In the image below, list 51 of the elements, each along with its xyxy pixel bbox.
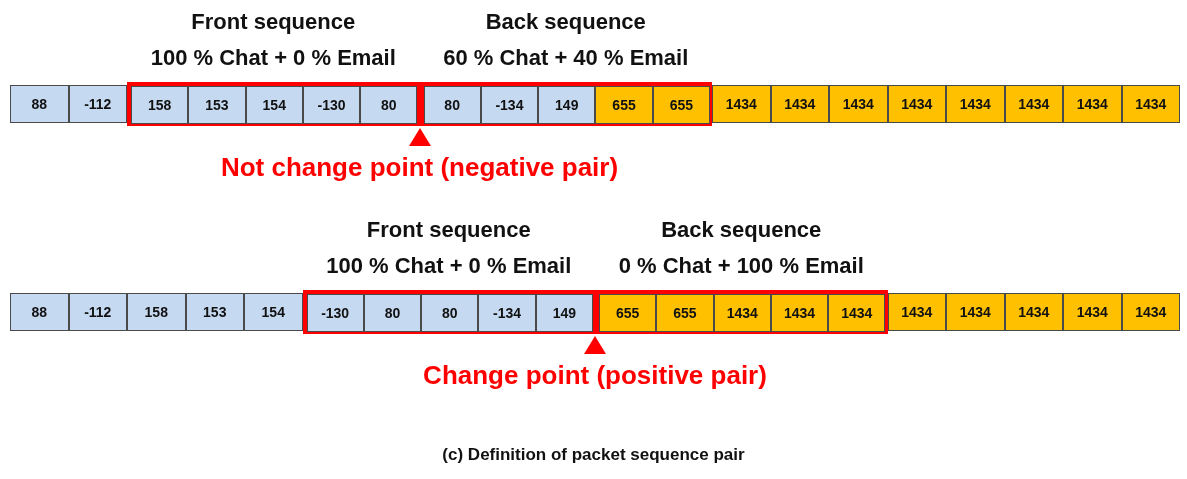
frame-heading: Back sequence <box>484 9 647 35</box>
packet-cell: 80 <box>423 86 481 124</box>
frame-subheading: 100 % Chat + 0 % Email <box>149 45 397 71</box>
packet-cell: 1434 <box>946 85 1005 123</box>
packet-cell: 154 <box>244 293 303 331</box>
packet-cell: 655 <box>656 294 714 332</box>
packet-cell: 1434 <box>946 293 1005 331</box>
packet-cell: 80 <box>360 86 418 124</box>
packet-cell: -112 <box>68 85 127 123</box>
packet-cell: 1434 <box>770 85 829 123</box>
packet-cell: 1434 <box>887 293 946 331</box>
change-point-label: Change point (positive pair) <box>423 360 767 391</box>
packet-cell: 88 <box>10 293 69 331</box>
packet-cell: 158 <box>127 293 186 331</box>
packet-cell: -130 <box>306 294 364 332</box>
packet-cell: 655 <box>595 86 653 124</box>
packet-cell: 1434 <box>712 85 771 123</box>
packet-cell: 80 <box>363 294 422 332</box>
packet-cell: 149 <box>538 86 596 124</box>
frame-subheading: 60 % Chat + 40 % Email <box>442 45 690 71</box>
frame-heading: Front sequence <box>365 217 532 243</box>
packet-cell: 1434 <box>1004 293 1063 331</box>
packet-cell: 1434 <box>713 294 771 332</box>
packet-cell: -134 <box>478 294 536 332</box>
packet-cell: 1434 <box>770 294 829 332</box>
packet-cell: 88 <box>10 85 69 123</box>
packet-cell: 154 <box>245 86 303 124</box>
packet-cell: 1434 <box>1121 293 1180 331</box>
packet-cell: -112 <box>68 293 127 331</box>
packet-cell: 1434 <box>887 85 946 123</box>
packet-cell: -130 <box>302 86 361 124</box>
packet-cell: 1434 <box>1063 293 1122 331</box>
packet-cell: 1434 <box>1121 85 1180 123</box>
frame-heading: Back sequence <box>660 217 823 243</box>
frame-heading: Front sequence <box>190 9 357 35</box>
packet-cell: 1434 <box>828 294 886 332</box>
frame-subheading: 100 % Chat + 0 % Email <box>325 253 573 279</box>
frame-subheading: 0 % Chat + 100 % Email <box>617 253 865 279</box>
packet-cell: 153 <box>188 86 246 124</box>
caption: (c) Definition of packet sequence pair <box>442 445 745 465</box>
packet-cell: 149 <box>535 294 593 332</box>
packet-cell: 655 <box>599 294 657 332</box>
packet-cell: 1434 <box>1063 85 1122 123</box>
packet-cell: 80 <box>421 294 479 332</box>
packet-cell: 1434 <box>829 85 888 123</box>
change-point-label: Not change point (negative pair) <box>220 152 619 183</box>
packet-cell: 1434 <box>1004 85 1063 123</box>
packet-cell: 158 <box>131 86 189 124</box>
packet-cell: -134 <box>480 86 539 124</box>
packet-cell: 153 <box>185 293 244 331</box>
packet-cell: 655 <box>652 86 710 124</box>
